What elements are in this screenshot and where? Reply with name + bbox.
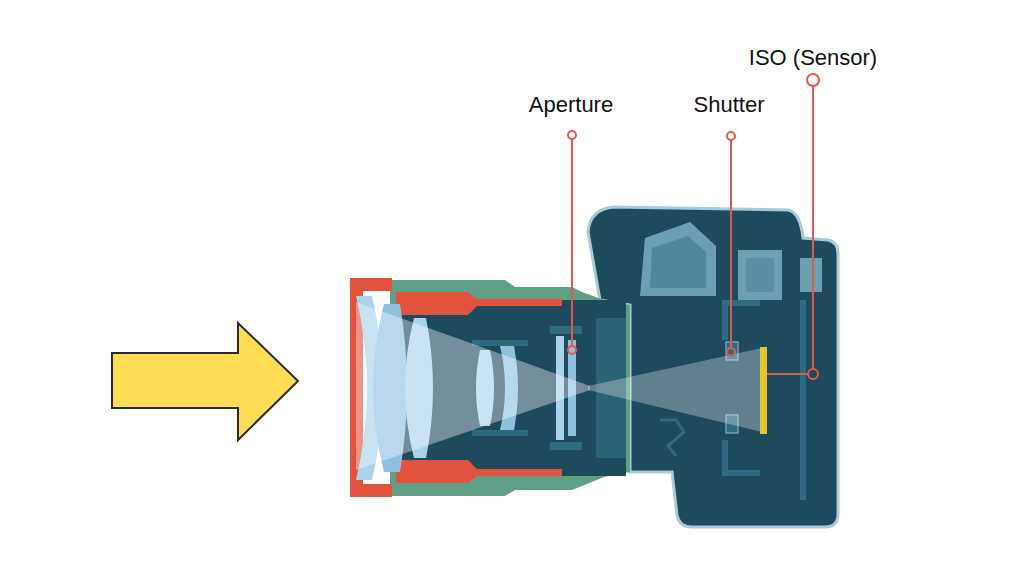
leader-dot bbox=[568, 346, 576, 354]
leader-line bbox=[730, 140, 732, 348]
eyepiece bbox=[800, 258, 822, 292]
light-cone bbox=[588, 348, 762, 432]
mirror-box bbox=[722, 440, 760, 476]
light-arrow bbox=[112, 323, 298, 440]
pentaprism bbox=[640, 222, 716, 296]
lens-holder bbox=[472, 340, 528, 346]
leader-lines bbox=[568, 74, 819, 379]
viewfinder-lens bbox=[738, 250, 782, 300]
part-label: Aperture bbox=[529, 92, 613, 118]
leader-dot bbox=[807, 74, 819, 86]
leader-dot bbox=[727, 348, 735, 356]
leader-line bbox=[767, 373, 808, 375]
back-panel bbox=[800, 300, 806, 500]
leader-dot bbox=[727, 132, 735, 140]
aperture-housing bbox=[550, 442, 582, 450]
part-label: ISO (Sensor) bbox=[749, 45, 877, 71]
leader-line bbox=[571, 139, 573, 346]
viewfinder-lens bbox=[746, 258, 774, 292]
leader-dot bbox=[568, 131, 576, 139]
focus-ring bbox=[396, 460, 562, 483]
body-detail bbox=[660, 420, 684, 456]
focus-ring bbox=[396, 292, 562, 315]
light-cone bbox=[356, 302, 590, 470]
aperture-housing bbox=[550, 326, 582, 334]
lens-holder bbox=[472, 430, 528, 436]
image-sensor bbox=[760, 347, 767, 434]
camera-body bbox=[588, 207, 838, 527]
leader-dot bbox=[808, 369, 818, 379]
leader-line bbox=[812, 86, 814, 369]
mirror-box bbox=[722, 300, 760, 340]
part-label: Shutter bbox=[694, 92, 765, 118]
pentaprism-inner bbox=[650, 236, 706, 288]
